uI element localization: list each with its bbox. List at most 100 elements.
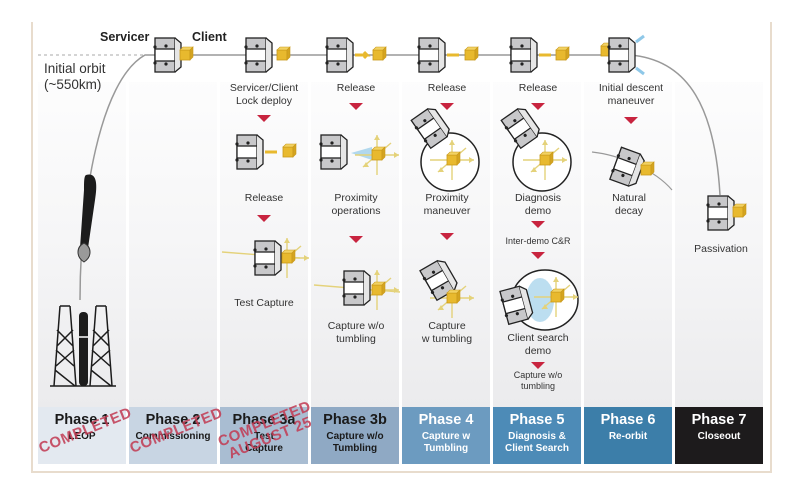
capture-with-tumbling-icon [417,257,475,319]
phase-block-3b: Phase 3b Capture w/o Tumbling [311,407,399,464]
proximity-maneuver-icon [409,104,480,192]
diagnosis-demo-icon [499,104,572,192]
phase-title: Phase 4 [418,412,474,428]
step-label-line: Servicer/Client [229,82,299,94]
step-label-release-3b: Release [336,82,376,94]
phase-title: Phase 5 [509,412,565,428]
phase-title: Phase 6 [600,412,656,428]
satellite-capture-without-tumbling-icon [313,269,401,311]
column-phase-5 [493,30,581,407]
flow-arrow-icon [624,117,638,124]
phase-subtitle: Capture w Tumbling [421,431,471,454]
client-search-demo-icon [497,269,579,331]
phase-block-1: Phase 1 LEOP [38,407,126,464]
servicer-label: Servicer [100,30,150,44]
flow-arrow-icon [531,252,545,259]
step-label-line: Capture w/o [327,320,385,332]
launch-pad-icon [50,305,116,387]
phase-block-5: Phase 5 Diagnosis & Client Search [493,407,581,464]
step-label-line: Lock deploy [235,95,293,107]
step-label-line: Diagnosis [514,192,562,204]
step-label-line: demo [524,345,552,357]
step-label-line: Client search [507,332,569,344]
flow-arrow-icon [440,103,454,110]
initial-orbit-text: Initial orbit [44,61,106,76]
flow-arrow-icon [349,103,363,110]
phase-title: Phase 1 [54,412,110,428]
step-label-passivation: Passivation [694,243,748,255]
step-label-line: Initial descent [598,82,664,94]
phase-block-3a: Phase 3a Test Capture [220,407,308,464]
step-label-line: decay [614,205,644,217]
column-phase-6 [584,30,672,407]
initial-orbit-label: Initial orbit (~550km) [44,61,106,93]
phase-title: Phase 3a [232,412,296,428]
step-label-release: Release [244,192,284,204]
initial-orbit-altitude: (~550km) [44,77,102,92]
step-label-line: Natural [612,192,646,204]
satellite-release-icon [324,37,387,73]
step-label-line: maneuver [423,205,471,217]
flow-arrow-icon [531,362,545,369]
flow-arrow-icon [257,215,271,222]
satellite-servicer-client-icon [152,37,194,73]
phase-subtitle: Capture w/o Tumbling [326,431,384,454]
passivation-satellite-icon [705,195,747,231]
step-label-test-capture: Test Capture [234,297,294,309]
phase-title: Phase 2 [145,412,201,428]
phase-subtitle: Closeout [697,431,741,442]
flow-arrow-icon [349,236,363,243]
column-phase-2 [129,30,217,407]
step-label-inter-demo-cr: Inter-demo C&R [505,236,571,246]
satellite-lock-deploy-icon [243,37,291,73]
column-phase-3b [311,30,399,407]
step-label-release-4: Release [427,82,467,94]
flow-arrow-icon [531,221,545,228]
step-label-release-5: Release [518,82,558,94]
satellite-release-icon [508,37,570,73]
step-label-line: maneuver [607,95,655,107]
flow-arrow-icon [531,103,545,110]
satellite-release-step-icon [234,134,297,170]
phase-subtitle: Commissioning [135,431,211,442]
satellite-proximity-operations-icon [318,134,400,176]
step-label-line: w tumbling [421,333,473,345]
step-label-line: tumbling [520,381,556,391]
satellite-release-icon [416,37,479,73]
phase-block-2: Phase 2 Commissioning [129,407,217,464]
phase-subtitle: LEOP [68,431,96,442]
step-label-line: demo [524,205,552,217]
phase-subtitle: Re-orbit [608,431,648,442]
reorbit-trajectory [629,54,721,196]
natural-decay-satellite-icon [607,146,655,189]
phase-title: Phase 3b [323,412,387,428]
satellite-descent-icon [600,34,645,76]
satellite-test-capture-icon [221,237,310,279]
flow-arrow-icon [257,115,271,122]
diagram-frame [31,22,772,473]
phase-block-6: Phase 6 Re-orbit [584,407,672,464]
step-label-line: Capture [428,320,466,332]
phase-block-4: Phase 4 Capture w Tumbling [402,407,490,464]
step-label-line: operations [331,205,381,217]
step-label-line: Proximity [425,192,469,204]
step-label-line: tumbling [336,333,376,345]
phase-subtitle: Diagnosis & Client Search [505,431,569,454]
step-label-line: Capture w/o [513,370,563,380]
flow-arrow-icon [440,233,454,240]
phase-subtitle: Test Capture [245,431,283,454]
client-label: Client [192,30,227,44]
rocket-icon [77,174,97,263]
